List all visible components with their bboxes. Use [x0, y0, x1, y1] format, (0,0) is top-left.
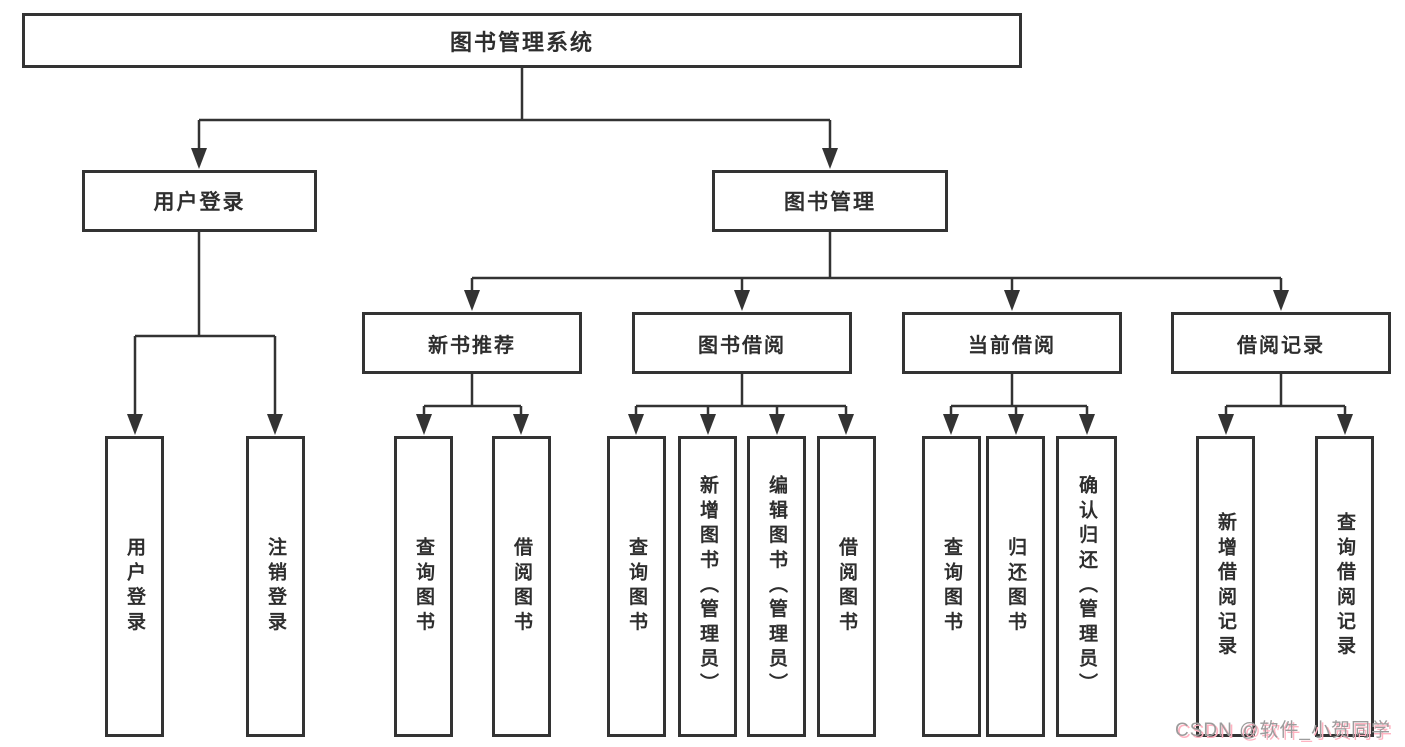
leaf-logout: 注销登录 [246, 436, 305, 737]
csdn-watermark: CSDN @软件_小贺同学 [1175, 720, 1391, 741]
node-book-management: 图书管理 [712, 170, 948, 232]
leaf-query-books-recommend: 查询图书 [394, 436, 453, 737]
leaf-add-books-admin: 新增图书（管理员） [678, 436, 737, 737]
arrowhead-icons [127, 148, 1353, 435]
node-current-borrow: 当前借阅 [902, 312, 1122, 374]
leaf-confirm-return-admin: 确认归还（管理员） [1056, 436, 1117, 737]
leaf-user-login: 用户登录 [105, 436, 164, 737]
node-user-login: 用户登录 [82, 170, 317, 232]
leaf-return-books: 归还图书 [986, 436, 1045, 737]
leaf-query-books-borrow: 查询图书 [607, 436, 666, 737]
leaf-borrow-books: 借阅图书 [817, 436, 876, 737]
node-borrow-records: 借阅记录 [1171, 312, 1391, 374]
leaf-add-borrow-record: 新增借阅记录 [1196, 436, 1255, 737]
leaf-query-borrow-record: 查询借阅记录 [1315, 436, 1374, 737]
node-book-borrow: 图书借阅 [632, 312, 852, 374]
leaf-query-books-current: 查询图书 [922, 436, 981, 737]
leaf-borrow-books-recommend: 借阅图书 [492, 436, 551, 737]
leaf-edit-books-admin: 编辑图书（管理员） [747, 436, 806, 737]
node-new-book-recommend: 新书推荐 [362, 312, 582, 374]
node-root: 图书管理系统 [22, 13, 1022, 68]
